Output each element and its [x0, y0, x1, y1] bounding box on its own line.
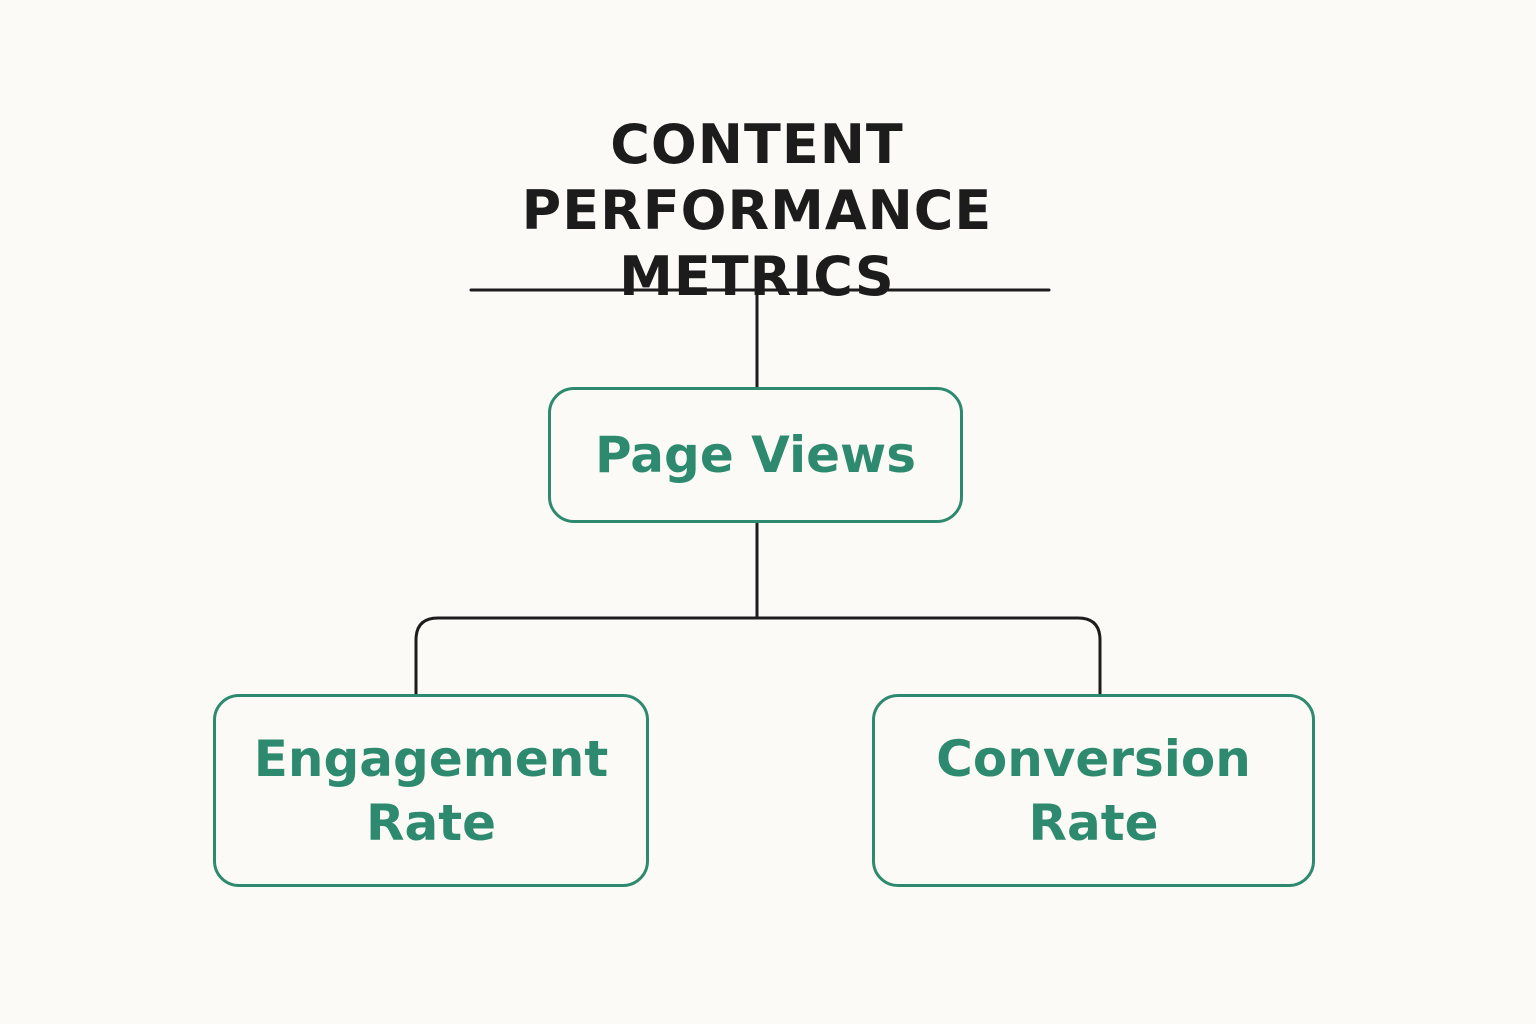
- node-page-views: Page Views: [548, 387, 963, 523]
- connector-branch: [414, 616, 1102, 694]
- node-conversion-rate-line-2: Rate: [1028, 793, 1159, 852]
- title-line-1: CONTENT PERFORMANCE: [521, 113, 993, 242]
- diagram-title: CONTENT PERFORMANCE METRICS: [368, 112, 1146, 310]
- node-engagement-rate-line-2: Rate: [365, 793, 497, 852]
- node-page-views-label: Page Views: [595, 426, 916, 484]
- node-conversion-rate: Conversion Rate: [872, 694, 1315, 887]
- node-engagement-rate-line-1: Engagement: [253, 729, 609, 788]
- node-conversion-rate-line-1: Conversion: [936, 729, 1251, 788]
- node-engagement-rate: Engagement Rate: [213, 694, 649, 887]
